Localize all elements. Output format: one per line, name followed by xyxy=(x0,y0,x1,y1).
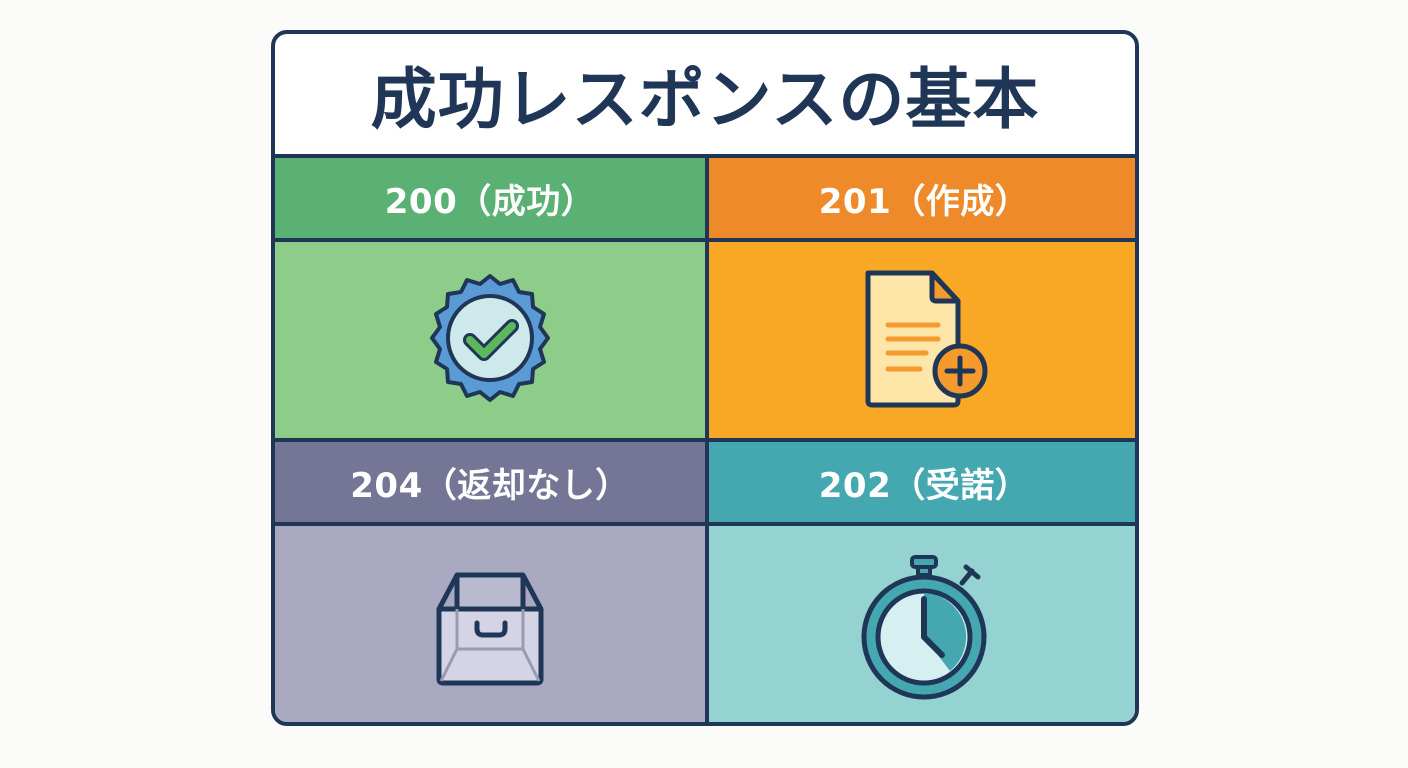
status-204-label: 204（返却なし） xyxy=(350,465,630,506)
status-202-label: 202（受諾） xyxy=(818,465,1030,506)
stopwatch-icon xyxy=(854,551,994,701)
status-200-body xyxy=(275,242,705,438)
status-200-header: 200（成功） xyxy=(275,158,705,238)
status-204-header: 204（返却なし） xyxy=(275,442,705,522)
status-201-label: 201（作成） xyxy=(818,181,1030,222)
status-200-label: 200（成功） xyxy=(384,181,596,222)
document-add-icon xyxy=(854,265,994,415)
status-201-header: 201（作成） xyxy=(709,158,1135,238)
empty-box-icon xyxy=(415,561,565,691)
column-divider xyxy=(705,158,709,722)
status-202-body xyxy=(709,526,1135,722)
success-response-card: 成功レスポンスの基本 200（成功） 201（作成） xyxy=(271,30,1139,726)
page-title: 成功レスポンスの基本 xyxy=(275,34,1135,158)
verified-badge-check-icon xyxy=(420,270,560,410)
status-201-body xyxy=(709,242,1135,438)
status-202-header: 202（受諾） xyxy=(709,442,1135,522)
status-204-body xyxy=(275,526,705,722)
